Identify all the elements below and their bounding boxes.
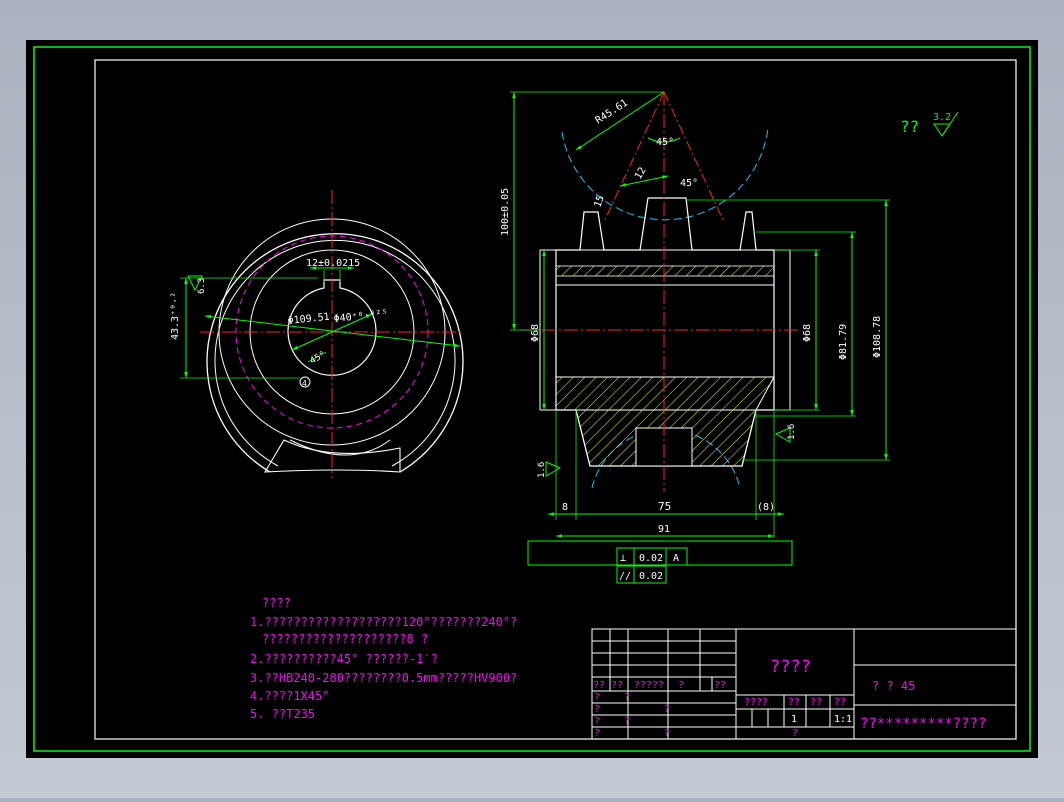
svg-text:6.3: 6.3 <box>197 278 207 294</box>
model-space[interactable] <box>26 40 1038 758</box>
height-dim: 100±0.05 <box>500 188 511 236</box>
angle-side-dim: 45° <box>680 178 698 189</box>
svg-text:Φ68: Φ68 <box>530 324 541 342</box>
finish-symbol-section-right <box>774 427 791 443</box>
drawing-number: ??*********???? <box>860 716 986 732</box>
technical-notes: ???? 1.???????????????????120°???????240… <box>250 596 517 721</box>
svg-text:0.02: 0.02 <box>639 553 663 564</box>
finish-symbol-left <box>187 275 203 292</box>
svg-text:?: ? <box>624 716 630 727</box>
svg-text:12: 12 <box>633 166 649 182</box>
bore-keyway <box>287 279 377 376</box>
section-view: R45.61 45° 12 15 45° 100±0.05 Φ68 Φ68 Φ8… <box>500 91 890 584</box>
cutter-arc-top <box>561 127 769 221</box>
svg-text:A: A <box>673 553 679 564</box>
svg-text:?: ? <box>594 704 600 715</box>
hatch-top <box>555 265 775 277</box>
svg-text:75: 75 <box>658 500 671 513</box>
left-view: 12±0.0215 Φ109.51 Φ40⁺⁰·⁰²⁵ 43.3⁺⁰·² 6.3… <box>170 190 464 478</box>
svg-text:3.??HB240-280????????0.5mm????: 3.??HB240-280????????0.5mm?????HV900? <box>250 671 517 685</box>
title-block-text: ???? ? ? 45 ??*********???? ?? ?? ????? … <box>593 657 986 739</box>
outer-frame <box>33 46 1031 752</box>
svg-text:1:1: 1:1 <box>834 714 852 725</box>
svg-text:?: ? <box>664 704 670 715</box>
svg-text:Φ68: Φ68 <box>802 324 813 342</box>
svg-text:3.2: 3.2 <box>933 112 951 123</box>
title-block <box>591 628 1017 740</box>
svg-text:??: ?? <box>714 680 726 691</box>
svg-text:8: 8 <box>562 502 568 513</box>
svg-text:??: ?? <box>611 680 623 691</box>
finish-symbol-section-left <box>545 461 562 477</box>
svg-text:?????: ????? <box>634 680 664 691</box>
svg-text:1.6: 1.6 <box>537 462 547 478</box>
svg-text:????: ???? <box>744 697 768 708</box>
marker-label: 4 <box>302 379 307 388</box>
svg-text:?: ? <box>678 680 684 691</box>
svg-text:??: ?? <box>900 117 919 136</box>
svg-text:??: ?? <box>810 697 822 708</box>
svg-text:1.???????????????????120°?????: 1.???????????????????120°???????240°? <box>250 615 517 629</box>
general-finish-note: ?? 3.2 <box>900 111 959 137</box>
svg-text:(8): (8) <box>757 502 775 513</box>
svg-text:?: ? <box>792 728 798 739</box>
svg-text:?: ? <box>664 728 670 739</box>
svg-text:?: ? <box>594 716 600 727</box>
svg-text:4.????1X45°: 4.????1X45° <box>250 689 329 703</box>
svg-text:??: ?? <box>834 697 846 708</box>
svg-text:Φ81.79: Φ81.79 <box>838 324 849 360</box>
part-name: ???? <box>770 657 811 677</box>
svg-text:5. ??T235: 5. ??T235 <box>250 707 315 721</box>
svg-text:91: 91 <box>658 524 670 535</box>
material: ? ? 45 <box>872 679 915 693</box>
angle-top-dim: 45° <box>656 137 674 148</box>
tolerance-frame-2 <box>616 565 667 584</box>
svg-text:1.6: 1.6 <box>787 424 797 440</box>
svg-text:??: ?? <box>593 680 605 691</box>
keyway-width-dim: 12±0.0215 <box>306 258 360 269</box>
svg-text:⊥: ⊥ <box>620 553 626 564</box>
inner-frame <box>94 59 1017 740</box>
notes-title: ???? <box>262 596 291 610</box>
svg-text:?: ? <box>594 692 600 703</box>
svg-text:Φ108.78: Φ108.78 <box>872 316 883 358</box>
svg-text:?: ? <box>624 692 630 703</box>
svg-text:2.??????????45° ??????-1′?: 2.??????????45° ??????-1′? <box>250 652 438 666</box>
svg-text:????????????????????8 ?: ????????????????????8 ? <box>262 632 428 646</box>
svg-text:?: ? <box>594 728 600 739</box>
key-depth-dim: 43.3⁺⁰·² <box>170 292 181 340</box>
svg-text:??: ?? <box>788 697 800 708</box>
svg-text:15: 15 <box>592 194 606 209</box>
svg-text:0.02: 0.02 <box>639 571 663 582</box>
svg-text:1: 1 <box>791 714 797 725</box>
tolerance-frame-1 <box>616 547 688 566</box>
svg-text://: // <box>619 571 631 582</box>
